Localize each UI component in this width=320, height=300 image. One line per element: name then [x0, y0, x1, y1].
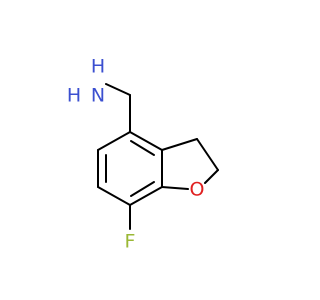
- bond-c3a-c4-inner: [130, 140, 155, 156]
- molecule-structure: H H N O F: [67, 56, 219, 253]
- amine-h-left-label: H: [67, 85, 81, 107]
- bond-c3a-c3: [161, 138, 198, 151]
- structure-canvas: H H N O F: [66, 55, 219, 253]
- bond-c3-c2: [196, 138, 219, 171]
- fluorine-label: F: [125, 231, 136, 253]
- bond-c6-c7: [97, 186, 131, 206]
- oxygen-label: O: [190, 179, 205, 201]
- amine-n-label: N: [91, 85, 105, 107]
- bond-c7-c7a-inner: [130, 181, 155, 197]
- bond-c7-c7a: [129, 186, 163, 206]
- bond-o-c7a: [161, 186, 189, 190]
- bond-c4-c5: [97, 131, 131, 151]
- bond-c3a-c4: [129, 131, 163, 151]
- bond-c2-o: [204, 169, 219, 184]
- bond-ch2-n: [105, 83, 131, 96]
- amine-h-top-label: H: [91, 56, 105, 78]
